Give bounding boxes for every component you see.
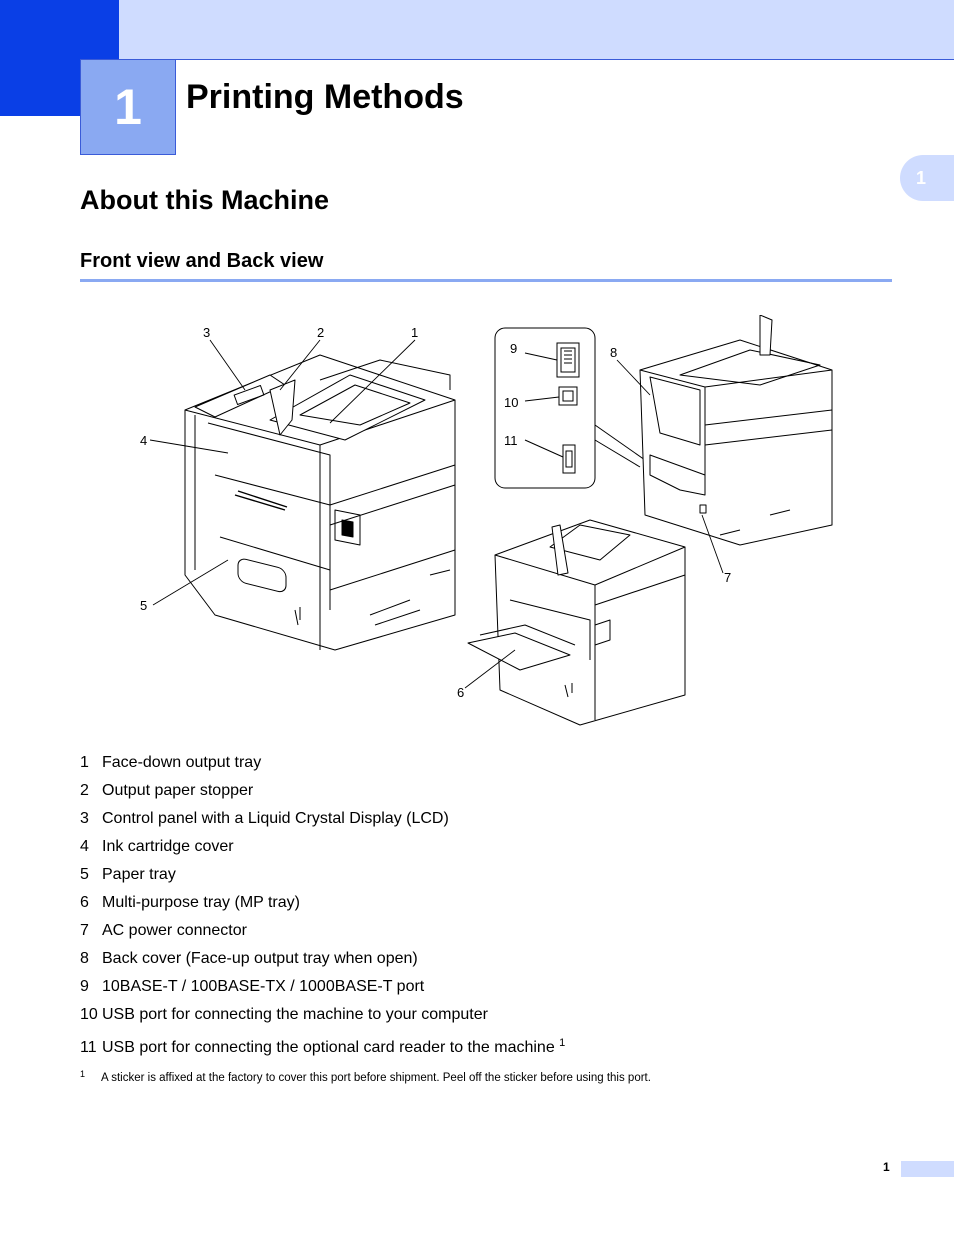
legend-text: USB port for connecting the optional car…	[102, 1039, 555, 1056]
legend-number: 7	[80, 922, 89, 939]
legend-item: 9 10BASE-T / 100BASE-TX / 1000BASE-T port	[80, 978, 424, 996]
footnote-text: A sticker is affixed at the factory to c…	[101, 1072, 651, 1084]
legend-text: Output paper stopper	[102, 782, 254, 799]
legend-item: 7 AC power connector	[80, 922, 247, 940]
printer-diagram: 3 2 1 4 5 9 10 11 8 7	[140, 315, 833, 726]
legend-text: Face-down output tray	[102, 754, 262, 771]
legend-text: Back cover (Face-up output tray when ope…	[102, 950, 418, 967]
port-inset	[494, 327, 646, 489]
legend-item: 8 Back cover (Face-up output tray when op…	[80, 950, 418, 968]
callout-8: 8	[610, 345, 617, 360]
legend-number: 2	[80, 782, 89, 799]
legend-text: USB port for connecting the machine to y…	[102, 1006, 488, 1023]
callout-3: 3	[203, 325, 210, 340]
front-view-printer	[184, 354, 456, 651]
legend-item: 11 USB port for connecting the optional c…	[80, 1037, 565, 1057]
section-title: About this Machine	[80, 185, 329, 215]
callout-10: 10	[504, 395, 518, 410]
legend-item: 4 Ink cartridge cover	[80, 838, 234, 856]
front-callouts	[149, 339, 416, 606]
subsection-rule	[80, 279, 892, 282]
legend-text: Multi-purpose tray (MP tray)	[102, 894, 300, 911]
legend-number: 4	[80, 838, 89, 855]
legend-number: 9	[80, 978, 89, 995]
legend-item: 2 Output paper stopper	[80, 782, 253, 800]
footnote-reference[interactable]: 1	[559, 1037, 566, 1049]
legend-number: 6	[80, 894, 89, 911]
chapter-number-box: 1	[80, 59, 176, 155]
legend-text: Ink cartridge cover	[102, 838, 234, 855]
callout-5: 5	[140, 598, 147, 613]
mp-tray-printer	[467, 519, 686, 726]
legend-item: 1 Face-down output tray	[80, 754, 261, 772]
legend-text: Control panel with a Liquid Crystal Disp…	[102, 810, 449, 827]
legend-item: 5 Paper tray	[80, 866, 176, 884]
legend-text: 10BASE-T / 100BASE-TX / 1000BASE-T port	[102, 978, 425, 995]
subsection-title: Front view and Back view	[80, 250, 324, 272]
legend-number: 11	[80, 1039, 97, 1056]
side-tab-label: 1	[916, 167, 927, 188]
chapter-title: Printing Methods	[186, 78, 464, 116]
callout-9: 9	[510, 341, 517, 356]
footer-band	[901, 1161, 954, 1177]
legend-number: 5	[80, 866, 89, 883]
legend-text: Paper tray	[102, 866, 176, 883]
callout-6: 6	[457, 685, 464, 700]
back-view-printer	[639, 315, 833, 546]
footnote-mark: 1	[80, 1069, 86, 1079]
callout-4: 4	[140, 433, 147, 448]
legend-item: 3 Control panel with a Liquid Crystal Dis…	[80, 810, 449, 828]
chapter-side-tab[interactable]: 1	[900, 155, 954, 201]
callout-11: 11	[504, 433, 518, 448]
legend-number: 8	[80, 950, 89, 967]
legend-text: AC power connector	[102, 922, 247, 939]
callout-7: 7	[724, 570, 731, 585]
legend-item: 6 Multi-purpose tray (MP tray)	[80, 894, 300, 912]
legend-number: 1	[80, 754, 89, 771]
page-number: 1	[883, 1160, 890, 1174]
callout-2: 2	[317, 325, 324, 340]
legend-number: 10	[80, 1006, 98, 1023]
callout-1: 1	[411, 325, 418, 340]
header-band	[0, 0, 954, 60]
legend-number: 3	[80, 810, 89, 827]
